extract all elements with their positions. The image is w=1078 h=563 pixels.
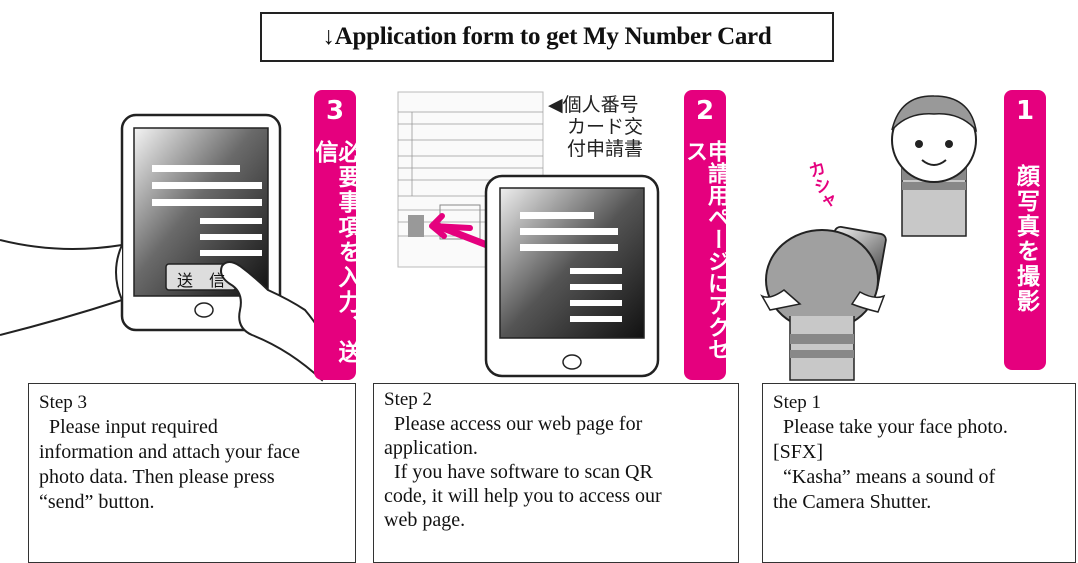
form-label-line-2: カード交 [548,116,644,138]
step3-jp-text: 必要事項を入力、送信 [311,140,360,365]
step3-badge: 3 [325,96,345,126]
step3-caption-line-4: “send” button. [39,491,155,513]
page-title-text: ↓Application form to get My Number Card [322,23,772,50]
step1-caption-line-4: the Camera Shutter. [773,491,932,513]
step2-caption-line-3: If you have software to scan QR [384,461,653,483]
step1-caption-line-3: “Kasha” means a sound of [773,466,996,488]
step2-banner: 2 申請用ページにアクセス [682,90,729,380]
step2-caption-line-5: web page. [384,509,466,531]
step2-caption-box: Step 2 Please access our web page for ap… [373,383,739,563]
step1-jp-text: 顔写真を撮影 [1012,164,1039,314]
step3-caption-box: Step 3 Please input required information… [28,383,356,563]
step3-caption-line-3: photo data. Then please press [39,466,275,488]
page-title: ↓Application form to get My Number Card [260,12,834,62]
step1-badge: 1 [1015,96,1035,126]
step1-caption-step: Step 1 [773,392,822,413]
step2-caption-step: Step 2 [384,389,433,410]
step3-caption-line-1: Please input required [39,416,218,438]
form-label: ◀個人番号 カード交 付申請書 [548,94,643,160]
send-button-label: 送 信 [176,271,225,290]
step2-caption-line-1: Please access our web page for [384,413,643,435]
form-label-line-1: ◀個人番号 [548,94,639,116]
step1-caption-box: Step 1 Please take your face photo. [SFX… [762,383,1076,563]
step3-banner: 3 必要事項を入力、送信 [311,90,360,380]
step3-caption-line-2: information and attach your face [39,441,300,463]
step1-caption-line-2: [SFX] [773,441,824,463]
step2-caption-line-2: application. [384,437,478,459]
form-label-line-3: 付申請書 [548,138,644,160]
step1-banner: 1 顔写真を撮影 [1004,90,1046,370]
step2-badge: 2 [695,96,715,126]
step3-caption-step: Step 3 [39,392,88,413]
step2-caption-line-4: code, it will help you to access our [384,485,662,507]
step2-jp-text: 申請用ページにアクセス [682,140,729,360]
step1-caption-line-1: Please take your face photo. [773,416,1008,438]
